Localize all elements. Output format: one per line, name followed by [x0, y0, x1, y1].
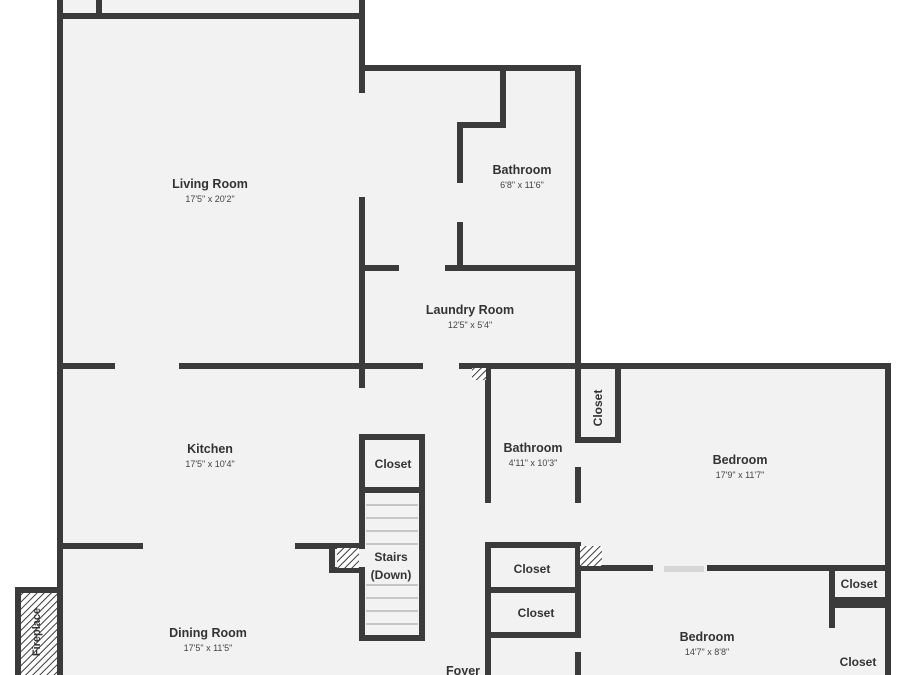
bathroom-2-dims: 4'11" x 10'3" [509, 458, 558, 468]
laundry-room-dims: 12'5" x 5'4" [448, 320, 492, 330]
bathroom-2-name: Bathroom [503, 441, 562, 455]
dining-room-name: Dining Room [169, 626, 247, 640]
kitchen-dims: 17'5" x 10'4" [185, 459, 234, 469]
living-room-name: Living Room [172, 177, 248, 191]
bedroom-2-name: Bedroom [680, 630, 735, 644]
closet-bath-1-label: Closet [514, 562, 551, 576]
room-labels: Living Room 17'5" x 20'2" Bathroom 6'8" … [31, 163, 877, 675]
kitchen-name: Kitchen [187, 442, 233, 456]
stair-treads [366, 504, 418, 625]
dining-room-dims: 17'5" x 11'5" [184, 643, 233, 653]
stairs-label-line2: (Down) [371, 568, 412, 582]
closet-bath-2-label: Closet [518, 606, 555, 620]
bathroom-1-name: Bathroom [492, 163, 551, 177]
laundry-room-name: Laundry Room [426, 303, 514, 317]
stairs-label-line1: Stairs [374, 550, 408, 564]
foyer-name: Foyer [446, 664, 480, 675]
closet-bedroom-right-2-label: Closet [840, 655, 877, 669]
living-room-dims: 17'5" x 20'2" [185, 194, 234, 204]
floor-areas [20, 0, 888, 675]
walls [15, 0, 891, 675]
closet-bedroom-top-label: Closet [591, 390, 605, 427]
closet-stairs-label: Closet [375, 457, 412, 471]
bathroom-1-dims: 6'8" x 11'6" [500, 180, 544, 190]
fireplace-label: Fireplace [31, 608, 43, 656]
closet-bedroom-right-1-label: Closet [841, 577, 878, 591]
bedroom-1-dims: 17'9" x 11'7" [716, 470, 765, 480]
bedroom-1-name: Bedroom [713, 453, 768, 467]
hatched-columns [337, 368, 602, 568]
bedroom-2-dims: 14'7" x 8'8" [685, 647, 729, 657]
